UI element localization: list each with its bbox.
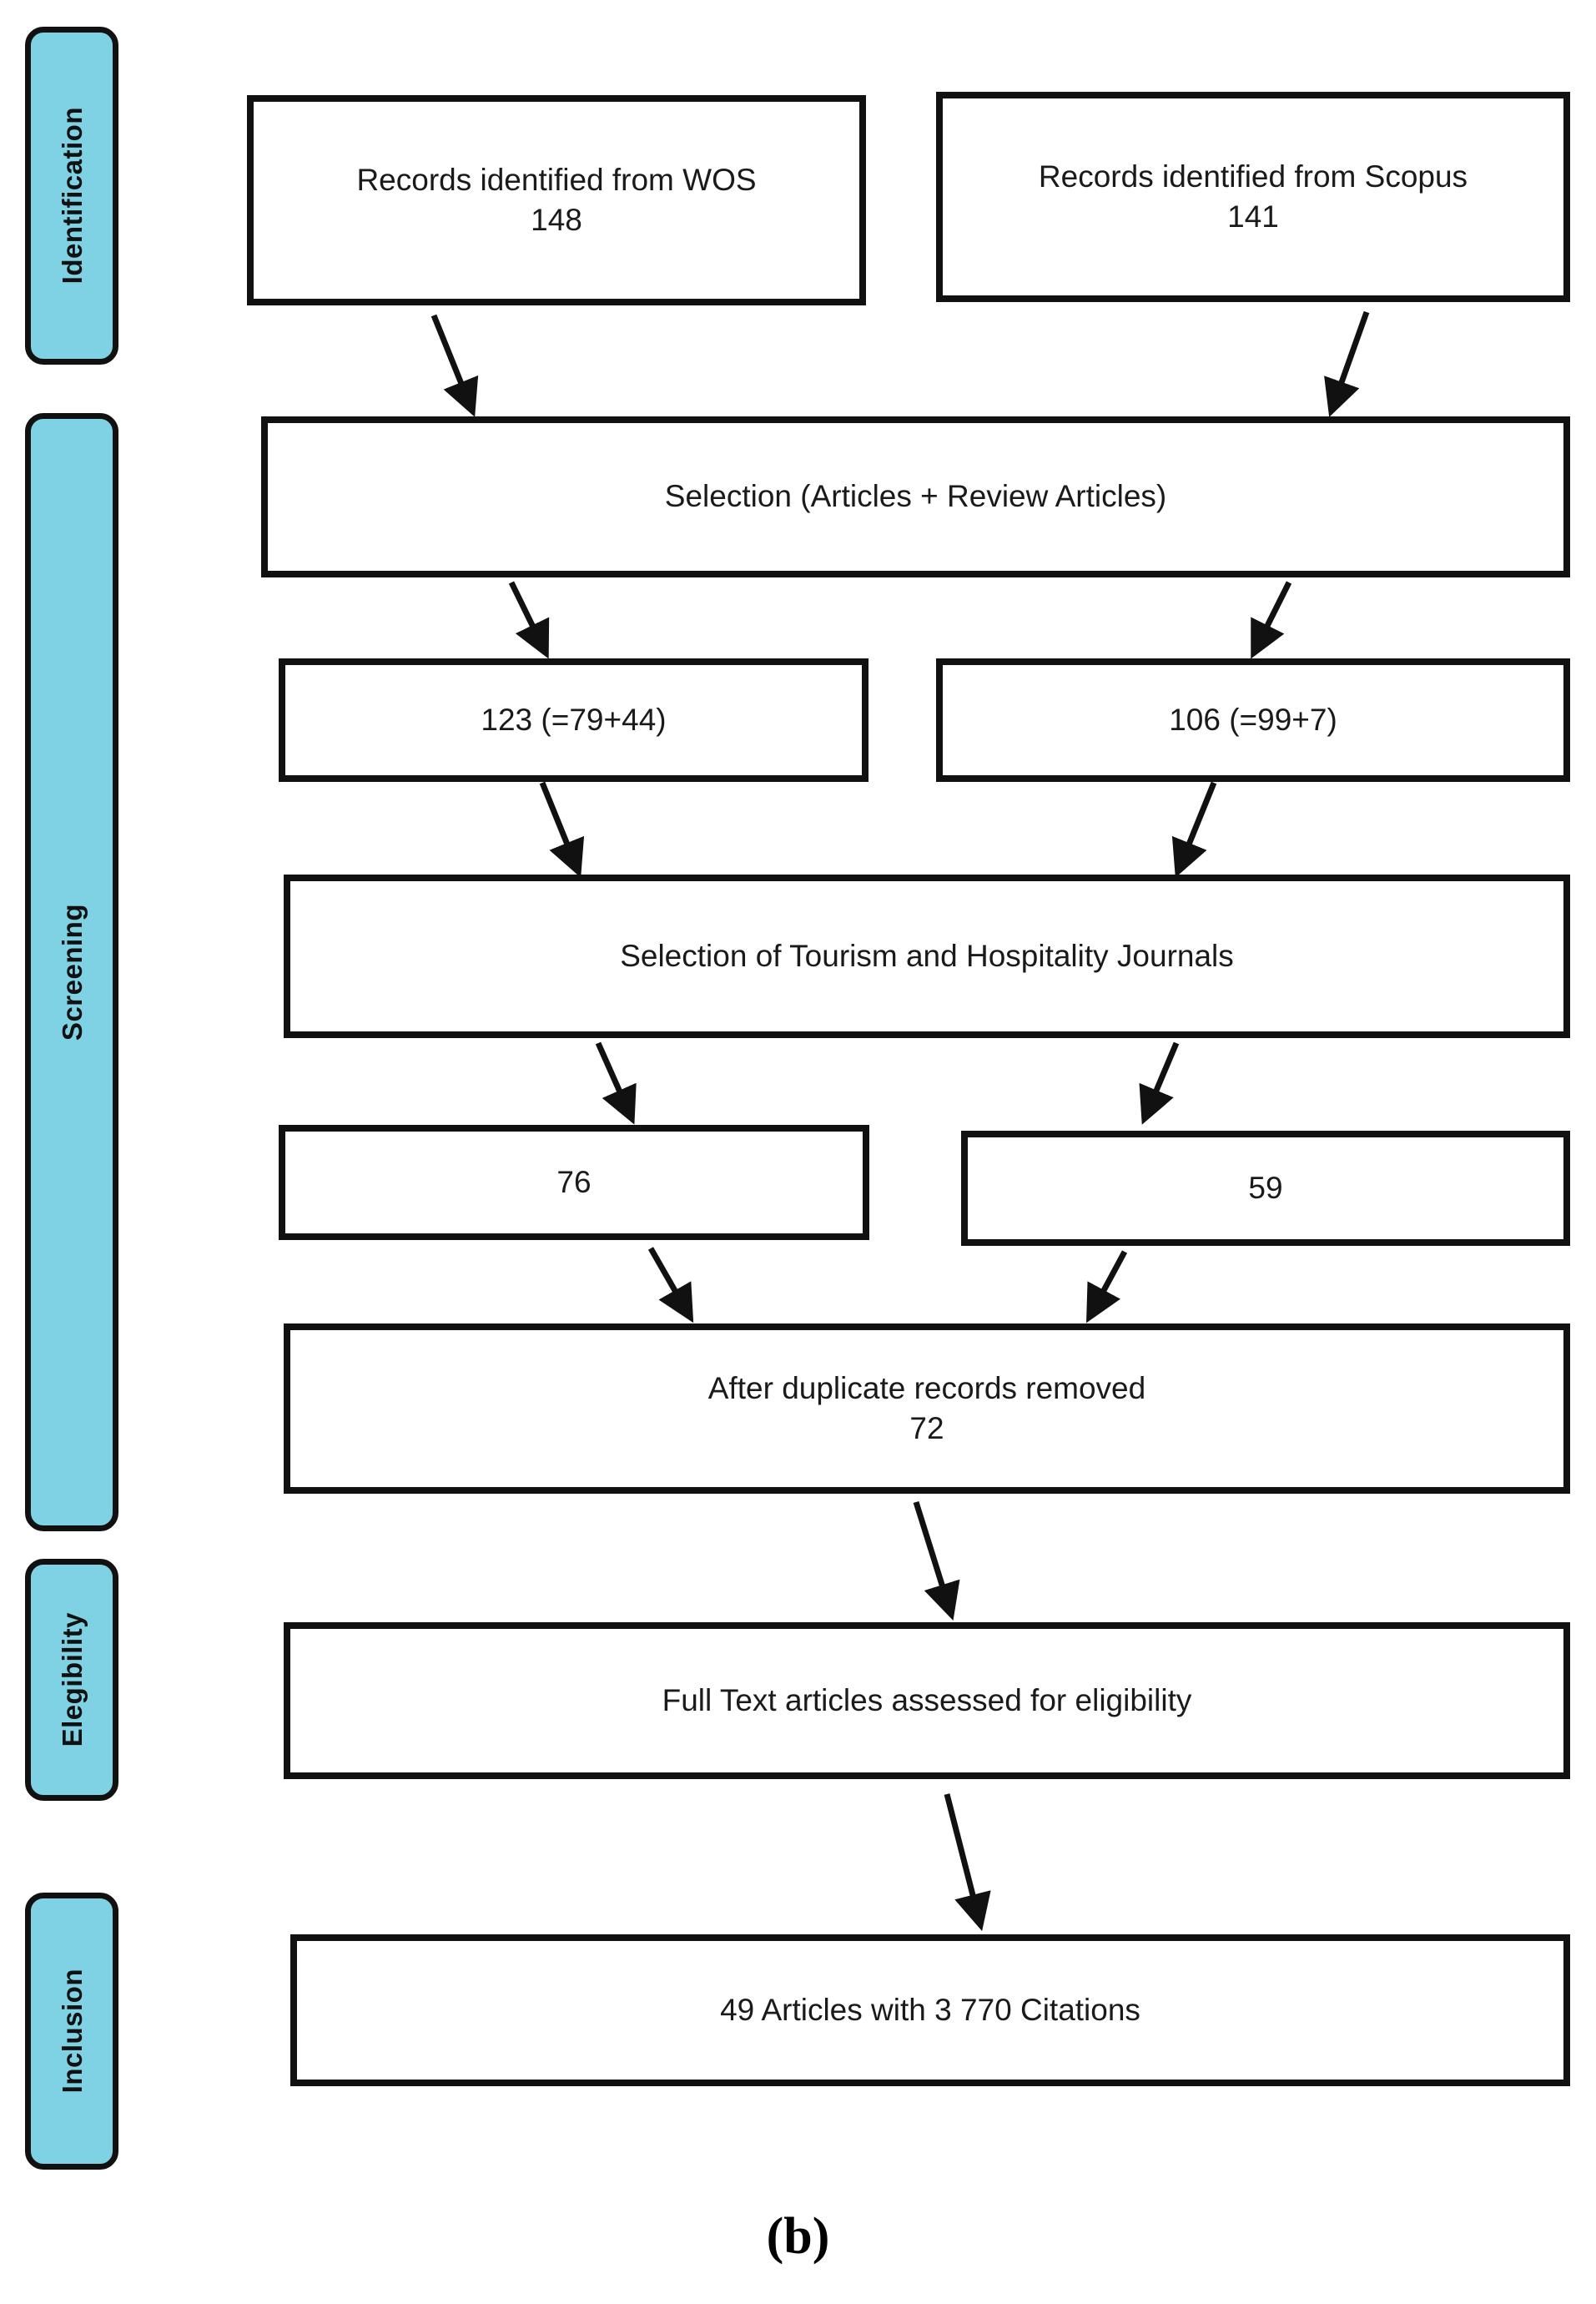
box-scopus-selection-count-value: 106 (=99+7) [1169,702,1337,737]
box-full-text-assessed: Full Text articles assessed for eligibil… [284,1622,1570,1779]
box-final-included: 49 Articles with 3 770 Citations [290,1934,1570,2086]
phase-label-identification: Identification [56,107,88,285]
phase-pill-eligibility: Elegibility [25,1559,118,1801]
box-journal-selection: Selection of Tourism and Hospitality Jou… [284,875,1570,1038]
arrow-journals-to-wos-76 [595,1041,637,1125]
box-duplicates-removed-title: After duplicate records removed [707,1370,1146,1405]
arrow-fulltext-to-included [944,1793,991,1932]
box-scopus-records-count: 141 [1227,199,1279,234]
arrow-journals-to-scopus-59 [1139,1041,1180,1125]
arrow-duplicates-to-fulltext [913,1500,960,1621]
arrow-wos-to-selection [430,314,479,417]
phase-label-eligibility: Elegibility [56,1612,88,1747]
box-wos-selection-count: 123 (=79+44) [279,658,868,782]
phase-pill-screening: Screening [25,413,118,1531]
arrow-selection-to-scopus-count [1251,581,1292,659]
box-final-included-title: 49 Articles with 3 770 Citations [720,1992,1140,2027]
phase-label-inclusion: Inclusion [56,1969,88,2094]
box-wos-selection-count-value: 123 (=79+44) [481,702,667,737]
box-duplicates-removed-count: 72 [909,1411,944,1445]
box-wos-journal-count: 76 [279,1125,869,1240]
box-scopus-selection-count: 106 (=99+7) [936,658,1570,782]
figure-caption: (b) [0,2207,1596,2266]
box-wos-records: Records identified from WOS 148 [247,95,866,305]
box-scopus-journal-count: 59 [961,1131,1570,1246]
box-duplicates-removed: After duplicate records removed 72 [284,1323,1570,1494]
figure-caption-text: (b) [766,2208,830,2265]
box-full-text-assessed-title: Full Text articles assessed for eligibil… [662,1682,1192,1717]
box-scopus-records: Records identified from Scopus 141 [936,92,1570,302]
box-wos-records-count: 148 [531,203,582,237]
arrow-scopus-to-selection [1324,310,1370,417]
box-wos-journal-count-value: 76 [556,1164,592,1199]
box-selection-articles-title: Selection (Articles + Review Articles) [664,479,1167,514]
arrow-selection-to-wos-count [508,581,550,659]
arrow-76-to-duplicates [647,1247,694,1323]
phase-label-screening: Screening [56,903,88,1041]
box-wos-records-title: Records identified from WOS [356,162,757,197]
box-selection-articles: Selection (Articles + Review Articles) [261,416,1570,577]
box-journal-selection-title: Selection of Tourism and Hospitality Jou… [620,938,1234,973]
box-scopus-records-title: Records identified from Scopus [1038,159,1468,194]
box-scopus-journal-count-value: 59 [1248,1170,1283,1205]
arrow-59-to-duplicates [1086,1250,1128,1323]
phase-pill-inclusion: Inclusion [25,1893,118,2170]
arrow-wos-count-to-journals [539,781,585,878]
phase-pill-identification: Identification [25,27,118,365]
arrow-scopus-count-to-journals [1171,781,1217,878]
